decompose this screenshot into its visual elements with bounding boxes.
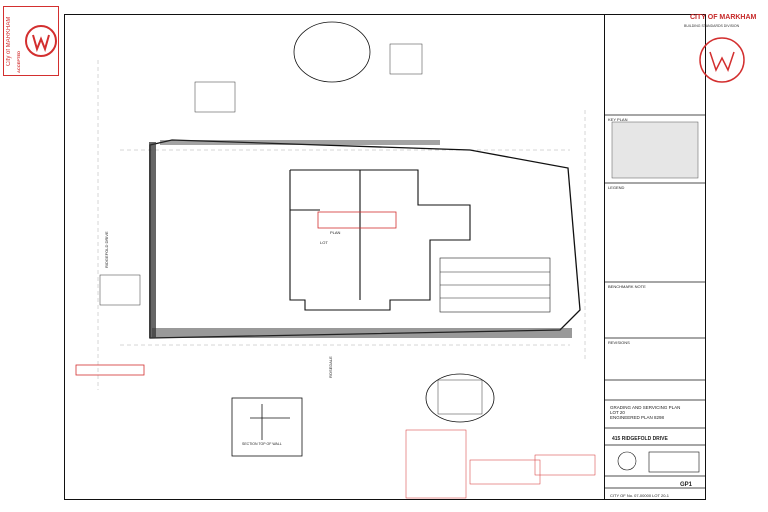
city-seal-icon: [699, 37, 745, 83]
lot-label: LOT: [320, 240, 328, 245]
benchmark-label: BENCHMARK NOTE: [608, 284, 646, 289]
building-footprint: [289, 169, 471, 311]
notes-text-blocks: [99, 43, 483, 415]
street-label-south: ROSEDALE: [328, 356, 333, 378]
detail-box: [231, 397, 303, 457]
revisions-label: REVISIONS: [608, 340, 630, 345]
legend-label: LEGEND: [608, 185, 625, 190]
drawing-sheet: [64, 14, 706, 500]
title-division: BUILDING STANDARDS DIVISION: [684, 24, 740, 28]
key-plan-label: KEY PLAN: [608, 117, 628, 122]
hatched-street-frontage: [149, 140, 572, 338]
engineer-logo-box: [648, 451, 700, 473]
project-name: 415 RIDGEFOLD DRIVE: [612, 436, 668, 442]
street-label-west: RIDGEFOLD DRIVE: [104, 231, 109, 268]
sheet-number: GP1: [680, 482, 693, 488]
markham-logo-icon: [25, 25, 57, 57]
sheet-title: GRADING AND SERVICING PLAN LOT 20 ENGINE…: [610, 405, 680, 420]
title-city: CITY OF MARKHAM: [690, 14, 757, 21]
red-notes-area: [405, 429, 596, 499]
tree-cloud: [293, 21, 495, 423]
key-map: [611, 121, 699, 179]
plan-label: PLAN: [330, 230, 341, 235]
sheet-title-line: GRADING AND SERVICING PLAN: [610, 405, 681, 410]
title-block: [604, 14, 706, 500]
engineer-seal-icon: [617, 451, 637, 471]
sheet-title-line: LOT 20: [610, 410, 625, 415]
detail-title: SECTION TOP OF WALL: [242, 442, 282, 446]
acceptance-stamp: City of MARKHAM ACCEPTED: [3, 6, 59, 76]
red-highlight-box: [75, 211, 397, 376]
site-grid-lines: [97, 60, 586, 390]
sheet-title-line: ENGINEERED PLAN 8298: [610, 415, 665, 420]
parking-stalls: [439, 257, 551, 313]
drawing-number: CITY OF No. 07-00000 LOT 20-1: [610, 493, 669, 498]
